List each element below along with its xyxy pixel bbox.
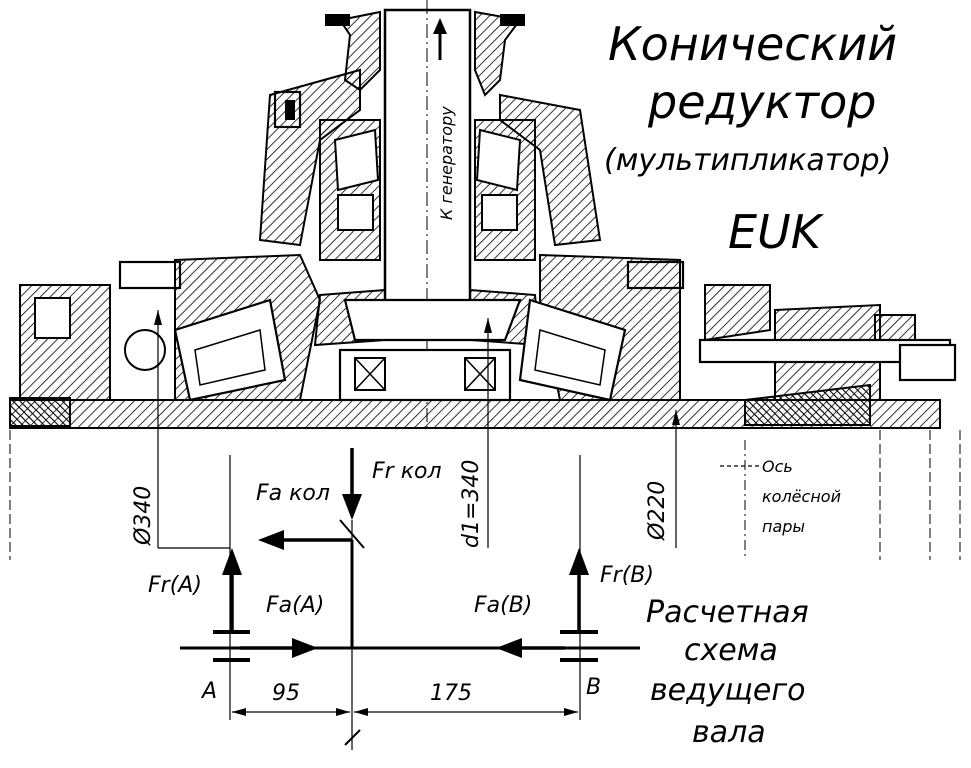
fa-kol-label: Fa кол xyxy=(256,481,330,506)
scheme-line3: ведущего xyxy=(650,673,805,708)
span-a-label: 95 xyxy=(272,681,300,706)
axis-label-line2: колёсной xyxy=(762,487,841,506)
support-a-label: A xyxy=(200,679,217,704)
span-b-label: 175 xyxy=(430,681,472,706)
dim-d340-left: Ø340 xyxy=(131,486,156,546)
force-scheme xyxy=(180,448,640,746)
scheme-line2: схема xyxy=(684,633,778,668)
fa-a-label: Fa(A) xyxy=(266,593,324,618)
shaft-label: К генератору xyxy=(437,106,456,220)
title-line4: EUK xyxy=(728,205,825,259)
title-line1: Конический xyxy=(608,17,897,71)
fr-kol-label: Fr кол xyxy=(372,459,442,484)
housing-drawing xyxy=(9,0,961,560)
dim-d220: Ø220 xyxy=(645,481,670,541)
title-line2: редуктор xyxy=(647,75,876,129)
support-b-label: B xyxy=(586,675,601,700)
generator-arrow xyxy=(433,18,447,60)
scheme-line1: Расчетная xyxy=(646,595,809,630)
fr-a-label: Fr(A) xyxy=(148,573,202,598)
fr-b-label: Fr(B) xyxy=(600,563,654,588)
scheme-line4: вала xyxy=(692,715,766,750)
dim-d1: d1=340 xyxy=(459,460,484,548)
axis-label-line3: пары xyxy=(762,517,805,536)
axis-label-line1: Ось xyxy=(762,457,793,476)
fa-b-label: Fa(B) xyxy=(474,593,532,618)
title-line3: (мультипликатор) xyxy=(604,143,891,178)
